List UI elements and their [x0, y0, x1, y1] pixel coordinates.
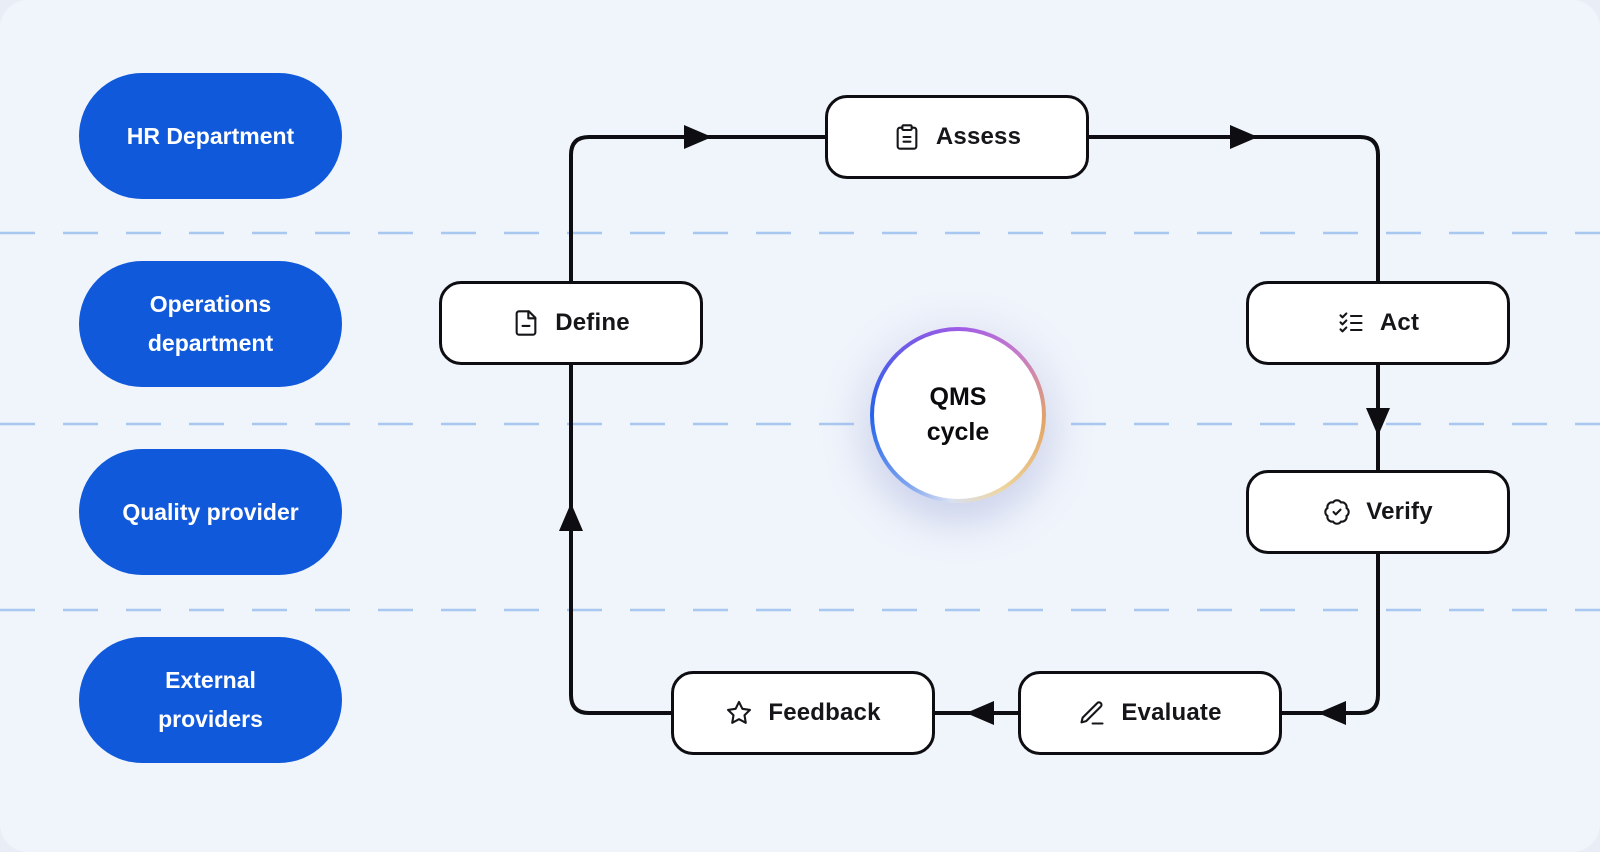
lane-pill-external-providers: External providers [79, 637, 342, 763]
badge-check-icon [1323, 498, 1351, 526]
arrowhead-left-into-feedback [966, 701, 994, 725]
arrowhead-up-into-define [559, 503, 583, 531]
clipboard-icon [893, 123, 921, 151]
arrowhead-left-into-evaluate [1318, 701, 1346, 725]
flow-node-assess: Assess [825, 95, 1089, 179]
lane-pill-quality-provider: Quality provider [79, 449, 342, 575]
lane-pill-label: Quality provider [122, 498, 299, 525]
flow-node-feedback: Feedback [671, 671, 935, 755]
star-icon [725, 699, 753, 727]
flow-node-label: Act [1379, 309, 1420, 336]
flow-node-label: Assess [935, 123, 1022, 150]
flow-node-act: Act [1246, 281, 1510, 365]
lane-pill-label: Operations department [147, 291, 274, 356]
flow-node-define: Define [439, 281, 703, 365]
file-text-icon [512, 309, 540, 337]
connector-define-to-assess [569, 135, 825, 281]
connector-verify-to-evaluate [1282, 554, 1380, 715]
pencil-icon [1078, 699, 1106, 727]
arrowhead-right-top-right [1230, 125, 1258, 149]
flow-node-evaluate: Evaluate [1018, 671, 1282, 755]
flow-node-label: Evaluate [1121, 699, 1222, 726]
connector-feedback-to-define [569, 365, 671, 715]
qms-cycle-label: QMS cycle [926, 383, 990, 446]
connector-assess-to-act [1089, 135, 1380, 281]
flow-node-label: Verify [1366, 498, 1433, 525]
flow-node-label: Feedback [768, 699, 881, 726]
flow-node-label: Define [555, 309, 630, 336]
flow-node-verify: Verify [1246, 470, 1510, 554]
qms-cycle-circle-inner: QMS cycle [874, 331, 1042, 499]
lane-pill-operations-department: Operations department [79, 261, 342, 387]
lane-pill-hr-department: HR Department [79, 73, 342, 199]
arrowhead-right-top-left [684, 125, 712, 149]
qms-cycle-circle: QMS cycle [870, 327, 1046, 503]
checklist-icon [1337, 309, 1365, 337]
lane-pill-label: HR Department [126, 122, 295, 149]
arrowhead-down-act-verify [1366, 408, 1390, 436]
lane-pill-label: External providers [158, 667, 263, 732]
